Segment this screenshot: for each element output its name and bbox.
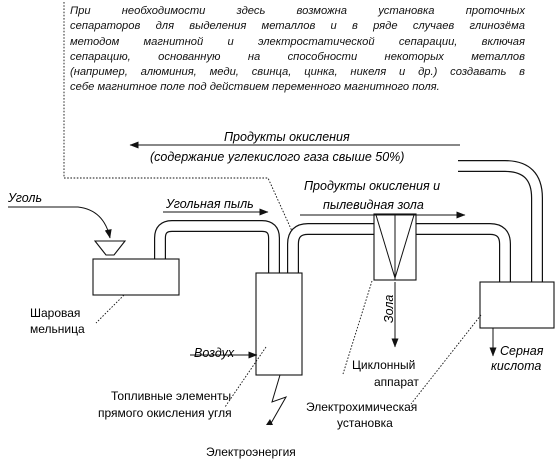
coal-label: Уголь [7, 191, 42, 205]
electricity-label: Электроэнергия [206, 445, 296, 459]
pipe-fuel-cell-to-cyclone [287, 223, 374, 273]
coal-hopper [93, 240, 127, 256]
leader-fuel-cells [224, 346, 267, 408]
sulfuric-acid-label-2: кислота [491, 359, 541, 373]
note-line: При необходимости здесь возможна установ… [70, 5, 525, 17]
note-line: себе магнитное поле под действием переме… [70, 81, 440, 94]
cyclone-label-2: аппарат [374, 375, 419, 389]
fuel-cells-label-1: Топливные элементы [111, 389, 231, 403]
co2-content-label: (содержание углекислого газа свыше 50%) [150, 150, 404, 164]
leader-electrochem [410, 314, 482, 405]
note-line: сепараторов для выделения металлов и в р… [70, 20, 525, 33]
co2-products-label: Продукты окисления [224, 130, 350, 144]
electrochemical-unit [479, 281, 555, 329]
dust-ash-label-1: Продукты окисления и [304, 179, 440, 193]
fuel-cell-block [255, 272, 303, 376]
coal-arrow [8, 206, 112, 239]
cyclone-label-1: Циклонный [352, 358, 415, 372]
air-label: Воздух [194, 346, 235, 360]
electricity-zigzag [269, 374, 288, 426]
leader-cyclone [342, 280, 373, 375]
ash-label: Зола [382, 295, 396, 323]
ball-mill-label-1: Шаровая [30, 306, 80, 320]
ball-mill-label-2: мельница [30, 322, 85, 336]
ball-mill [92, 258, 180, 296]
dust-ash-label-2: пылевидная зола [323, 198, 424, 212]
note-line: методом магнитной и электростатической с… [70, 35, 525, 48]
coal-dust-label: Угольная пыль [165, 197, 254, 211]
note-line: (например, алюминия, меди, свинца, цинка… [70, 66, 525, 79]
note-line: сепарацию, основанную на способности нек… [70, 50, 525, 63]
fuel-cells-label-2: прямого окисления угля [98, 406, 232, 420]
pipe-co2-exhaust [458, 160, 543, 282]
electrochem-label-2: установка [337, 416, 393, 430]
separator-note: При необходимости здесь возможна установ… [70, 4, 525, 96]
sulfuric-acid-label-1: Серная [500, 344, 544, 358]
pipe-cyclone-to-electrochem [416, 223, 511, 282]
note-frame [63, 2, 297, 241]
electrochem-label-1: Электрохимическая [306, 400, 417, 414]
leader-ball-mill [95, 294, 125, 324]
pipe-mill-to-fuel-cell [154, 220, 280, 273]
